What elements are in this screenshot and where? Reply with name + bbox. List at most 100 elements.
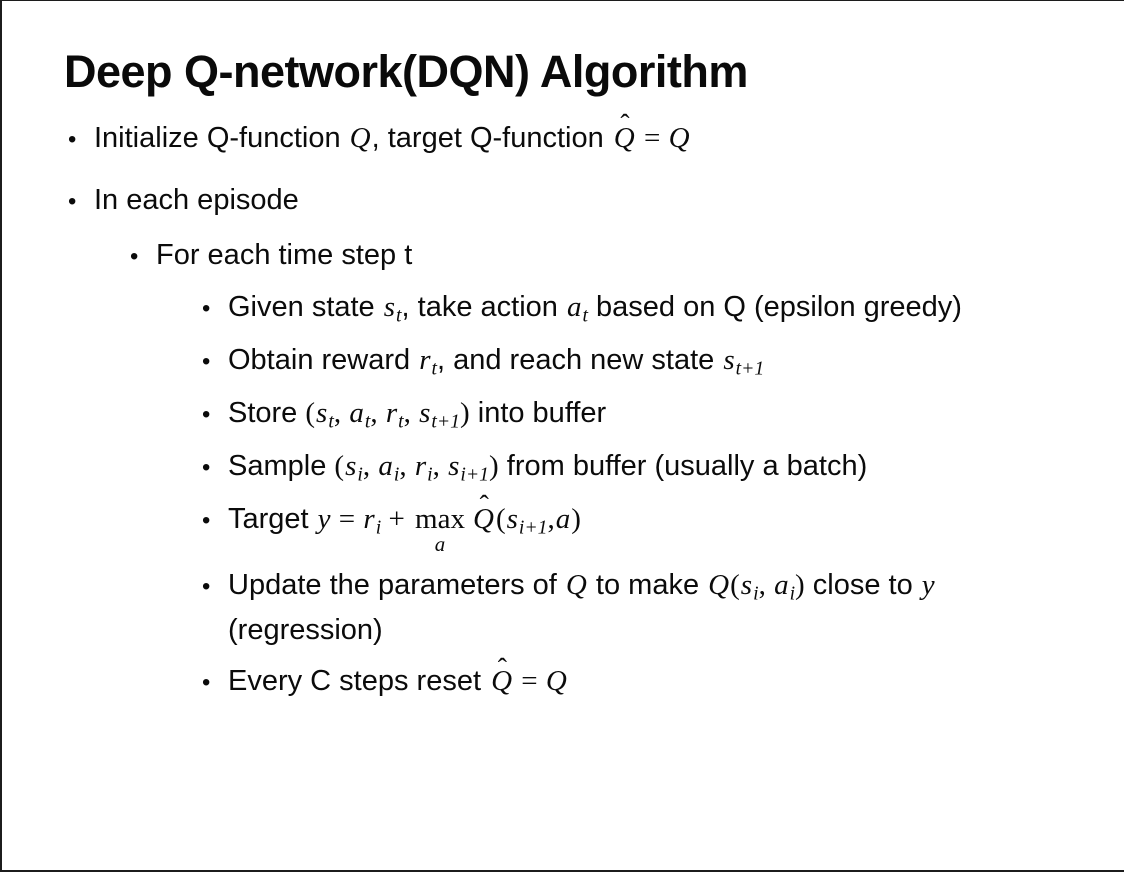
- text-run: ,: [403, 396, 419, 429]
- text-run: t+1: [735, 357, 765, 380]
- text-run: (: [334, 449, 345, 482]
- bullet-item: • Obtain reward rt, and reach new state s…: [202, 339, 1094, 384]
- bullet-marker: •: [68, 126, 77, 153]
- text-run: , take action: [401, 290, 566, 323]
- text-run: t: [398, 410, 404, 433]
- text-run: (: [730, 568, 740, 601]
- text-run: from buffer (usually a batch): [498, 449, 868, 482]
- text-run: ): [795, 568, 805, 601]
- text-run: based on Q (epsilon greedy): [587, 290, 962, 323]
- text-run: (: [495, 502, 506, 535]
- text-run: y: [317, 502, 331, 535]
- text-run: ): [489, 449, 499, 482]
- text-run: ): [571, 502, 581, 535]
- text-run: (: [305, 396, 316, 429]
- text-run: Sample: [228, 449, 335, 482]
- text-run: i: [789, 582, 796, 605]
- text-run: t+1: [431, 410, 461, 433]
- bullet-marker: •: [202, 669, 211, 697]
- text-run: t: [328, 410, 334, 433]
- text-run: =: [331, 502, 363, 535]
- text-run: a: [566, 290, 582, 323]
- text-run: ,: [758, 568, 774, 601]
- text-run: Initialize Q-function: [94, 122, 349, 154]
- bullet-text: Initialize Q-function Q, target Q-functi…: [94, 117, 1094, 161]
- bullet-item: • In each episode: [68, 179, 1094, 223]
- bullet-marker: •: [202, 294, 211, 322]
- slide-title: Deep Q-network(DQN) Algorithm: [64, 46, 748, 97]
- text-run: Q: [489, 660, 514, 704]
- text-run: t: [582, 304, 588, 327]
- bullet-item: •Store (st, at, rt, st+1) into buffer: [202, 392, 1094, 437]
- bullet-marker: •: [68, 187, 77, 215]
- text-run: Q: [668, 122, 690, 154]
- bullet-text: Every C steps reset Q = Q: [228, 660, 1094, 704]
- text-run: ,: [399, 449, 414, 482]
- bullet-item: • Initialize Q-function Q, target Q-funct…: [68, 117, 1094, 161]
- bullet-marker: •: [202, 347, 211, 375]
- text-run: , and reach new state: [436, 343, 723, 376]
- text-run: =: [514, 665, 545, 698]
- text-run: t: [396, 304, 402, 327]
- text-run: Store: [228, 396, 306, 429]
- bullet-marker: •: [202, 506, 211, 534]
- bullet-marker: •: [202, 453, 211, 481]
- max-under-script: a: [434, 532, 446, 557]
- text-run: r: [414, 449, 427, 482]
- text-run: r: [419, 343, 431, 376]
- text-run: ,: [333, 396, 349, 429]
- text-run: i: [427, 463, 433, 486]
- bullet-item: • Sample (si, ai, ri, si+1) from buffer (…: [202, 445, 1094, 490]
- text-run: +: [381, 502, 413, 535]
- text-run: Q: [708, 568, 730, 601]
- text-run: a: [378, 449, 393, 482]
- text-run: a: [555, 502, 571, 535]
- text-run: For each time step t: [156, 239, 413, 271]
- text-run: s: [383, 290, 396, 323]
- text-run: ,: [362, 449, 378, 482]
- text-run: i: [375, 516, 382, 539]
- bullet-list: • Initialize Q-function Q, target Q-funct…: [2, 117, 1124, 704]
- text-run: r: [385, 396, 398, 429]
- text-run: Q: [612, 117, 637, 161]
- bullet-item: •Update the parameters of Q to make Q(si…: [202, 564, 1094, 653]
- text-run: s: [740, 568, 753, 601]
- bullet-item: •Given state st, take action at based on…: [202, 286, 1094, 331]
- max-word: max: [415, 502, 465, 535]
- text-run: r: [363, 502, 375, 535]
- text-run: i: [357, 463, 363, 486]
- text-run: In each episode: [94, 183, 299, 216]
- bullet-text: Sample (si, ai, ri, si+1) from buffer (u…: [228, 445, 1094, 490]
- text-run: (regression): [228, 613, 383, 646]
- bullet-text: Store (st, at, rt, st+1) into buffer: [228, 392, 1094, 437]
- text-run: ,: [370, 396, 385, 429]
- bullet-marker: •: [130, 243, 139, 270]
- bullet-text: Given state st, take action at based on …: [228, 286, 1094, 331]
- bullet-text: For each time step t: [156, 234, 1094, 278]
- bullet-item: • For each time step t: [130, 234, 1094, 278]
- bullet-text: In each episode: [94, 179, 1094, 223]
- text-run: Update the parameters of: [228, 568, 565, 601]
- text-run: Q: [349, 122, 371, 154]
- text-run: s: [345, 449, 357, 482]
- bullet-text: Update the parameters of Q to make Q(si,…: [228, 564, 1094, 653]
- text-run: into buffer: [469, 396, 607, 429]
- text-run: t: [431, 357, 437, 380]
- text-run: s: [506, 502, 518, 535]
- text-run: Obtain reward: [228, 343, 419, 376]
- bullet-item: • Every C steps reset Q = Q: [202, 660, 1094, 704]
- bullet-item: •Target y = ri + maxaQ(si+1,a): [202, 498, 1094, 556]
- text-run: =: [636, 122, 668, 154]
- text-run: Target: [228, 502, 317, 535]
- bullet-text: Obtain reward rt, and reach new state st…: [228, 339, 1094, 384]
- text-run: close to: [804, 568, 921, 601]
- text-run: ,: [547, 502, 555, 535]
- text-run: s: [419, 396, 431, 429]
- text-run: s: [723, 343, 735, 376]
- text-run: s: [448, 449, 460, 482]
- bullet-marker: •: [202, 572, 211, 600]
- text-run: y: [921, 568, 935, 601]
- text-run: ,: [432, 449, 448, 482]
